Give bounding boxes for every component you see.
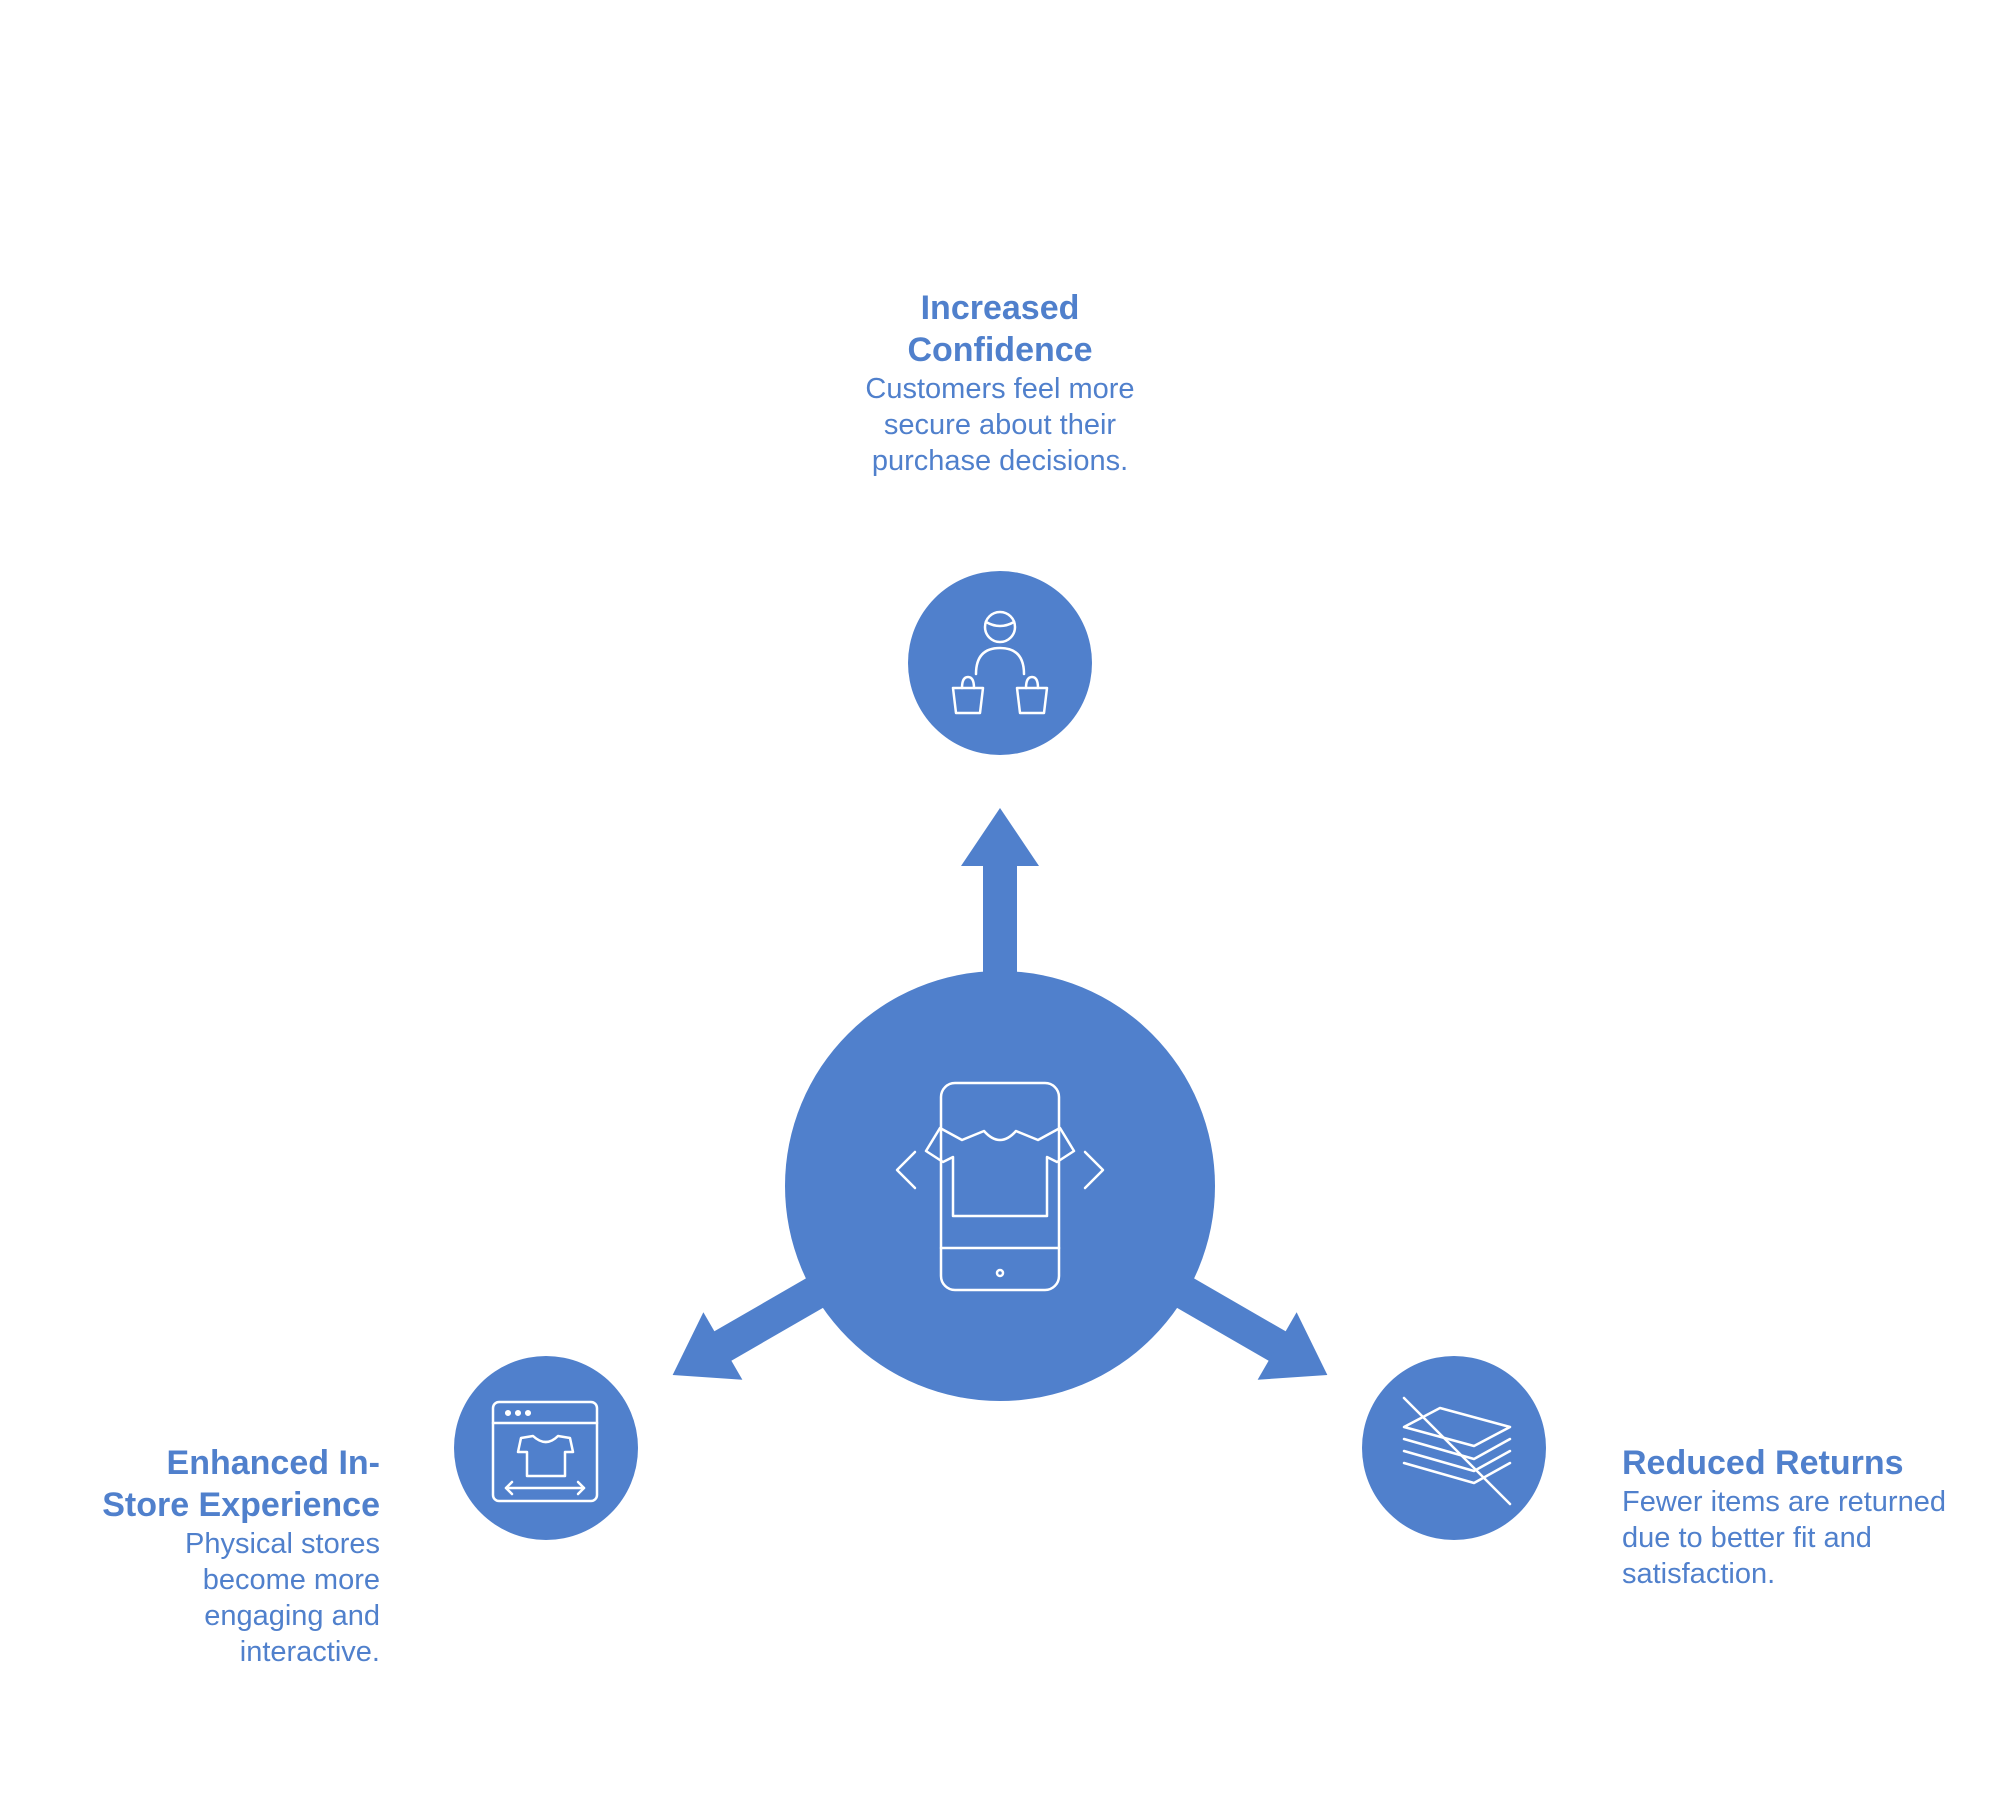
outcome-title: Enhanced In-Store Experience — [102, 1444, 380, 1524]
arrow-to-top — [961, 808, 1039, 980]
shopper-bags-icon — [951, 610, 1049, 715]
phone-virtual-tryon-icon — [895, 1081, 1105, 1292]
top-outcome-circle — [908, 571, 1092, 755]
outcome-description: Fewer items are returned due to better f… — [1622, 1486, 1946, 1590]
arrow-to-left — [672, 1274, 831, 1380]
outcome-title: Increased Confidence — [907, 289, 1093, 369]
stack-crossed-out-icon — [1402, 1396, 1512, 1506]
left-outcome-circle — [454, 1356, 638, 1540]
arrow-to-right — [1169, 1274, 1328, 1380]
outcome-description: Customers feel more secure about their p… — [865, 373, 1135, 477]
center-hub-circle — [785, 971, 1215, 1401]
outcome-title: Reduced Returns — [1622, 1444, 1904, 1482]
outcome-description: Physical stores become more engaging and… — [184, 1528, 380, 1668]
outcome-right-block: Reduced Returns Fewer items are returned… — [1622, 1442, 1952, 1592]
outcome-top-block: Increased Confidence Customers feel more… — [830, 287, 1170, 479]
outcome-left-block: Enhanced In-Store Experience Physical st… — [50, 1442, 380, 1670]
store-window-shirt-icon — [491, 1400, 599, 1503]
